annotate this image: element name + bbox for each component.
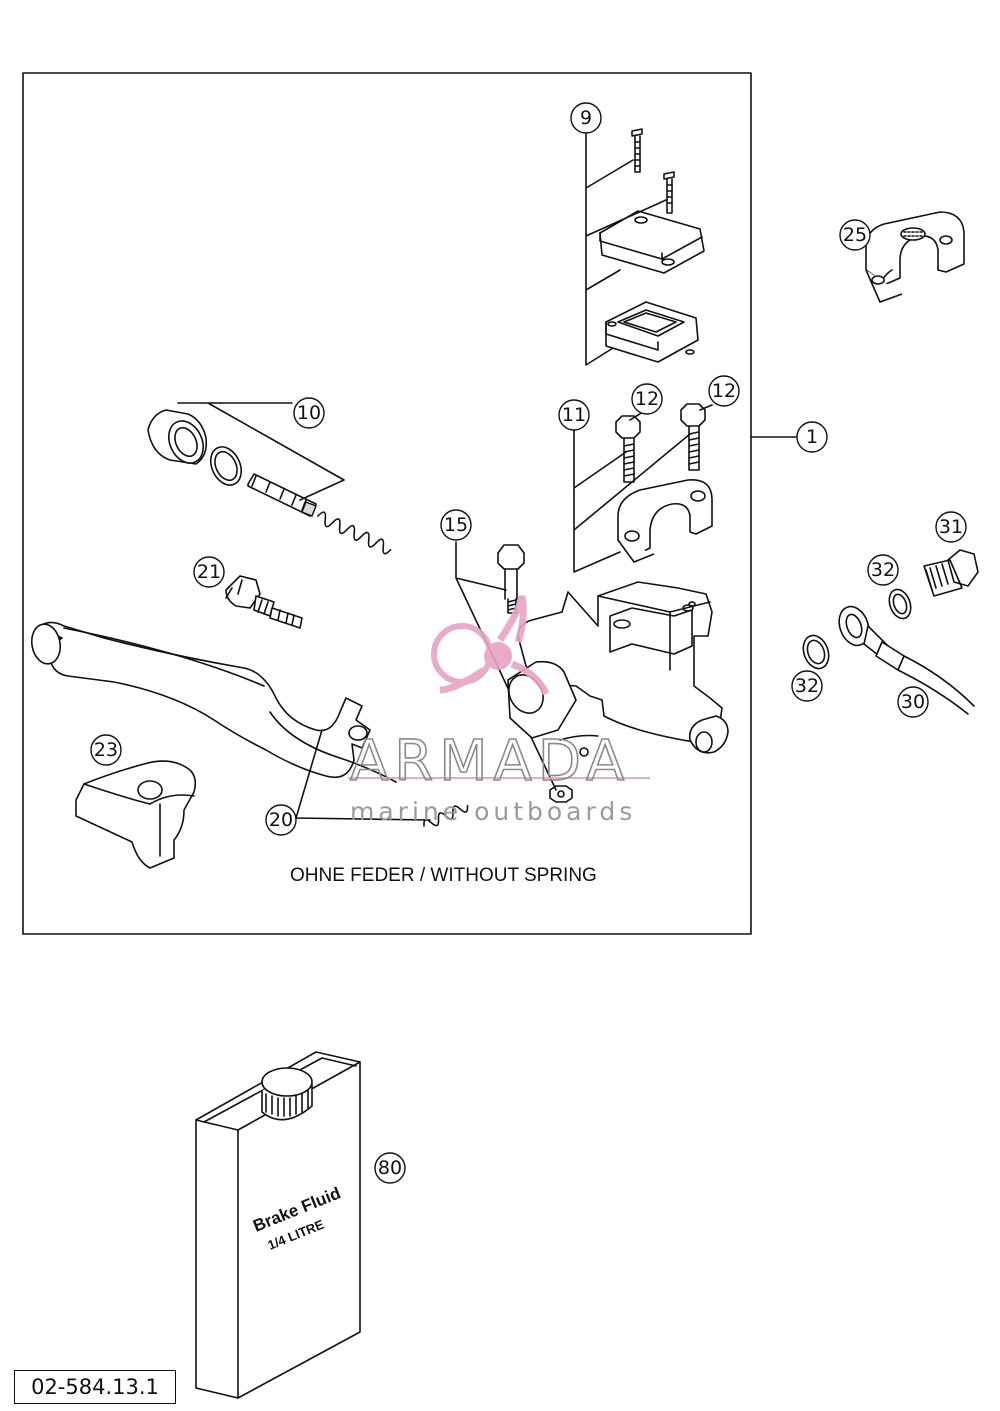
svg-text:9: 9 bbox=[580, 107, 592, 129]
svg-text:30: 30 bbox=[901, 691, 925, 713]
callout-32a: 32 bbox=[867, 554, 899, 586]
part-25-handlebar-clamp bbox=[865, 211, 965, 303]
callout-10: 10 bbox=[293, 397, 325, 429]
svg-text:1: 1 bbox=[806, 426, 818, 448]
callout-11: 11 bbox=[558, 399, 590, 431]
svg-text:23: 23 bbox=[94, 739, 118, 761]
svg-text:12: 12 bbox=[712, 380, 736, 402]
callout-32b: 32 bbox=[791, 670, 823, 702]
callout-31: 31 bbox=[935, 511, 967, 543]
part-12-bolts bbox=[615, 403, 706, 483]
part-20-lever bbox=[30, 621, 397, 783]
part-20-spring bbox=[423, 804, 469, 827]
armada-watermark-logo bbox=[348, 595, 650, 779]
callout-9: 9 bbox=[570, 102, 602, 134]
svg-text:80: 80 bbox=[378, 1157, 402, 1179]
svg-text:25: 25 bbox=[843, 224, 867, 246]
svg-text:11: 11 bbox=[562, 404, 586, 426]
master-cylinder-body bbox=[507, 581, 729, 757]
leader-10 bbox=[177, 402, 345, 501]
leader-11 bbox=[573, 429, 691, 573]
watermark-tagline: marine outboards bbox=[350, 797, 636, 826]
svg-text:12: 12 bbox=[635, 388, 659, 410]
assembly-frame bbox=[22, 72, 752, 935]
leader-20 bbox=[295, 729, 431, 821]
drawing-code: 02-584.13.1 bbox=[14, 1370, 176, 1404]
svg-text:32: 32 bbox=[871, 559, 895, 581]
part-23-lever-cover bbox=[75, 760, 197, 869]
callout-25: 25 bbox=[839, 219, 871, 251]
part-31-banjo-bolt bbox=[923, 549, 979, 597]
svg-text:31: 31 bbox=[939, 516, 963, 538]
callout-12b: 12 bbox=[708, 375, 740, 407]
svg-text:15: 15 bbox=[444, 514, 468, 536]
callout-12a: 12 bbox=[631, 383, 663, 415]
callout-30: 30 bbox=[897, 686, 929, 718]
svg-text:32: 32 bbox=[795, 675, 819, 697]
callout-23: 23 bbox=[90, 734, 122, 766]
callout-20: 20 bbox=[265, 804, 297, 836]
callout-15: 15 bbox=[440, 509, 472, 541]
callout-80: 80 bbox=[374, 1152, 406, 1184]
part-11-handlebar-clamp bbox=[617, 479, 713, 563]
svg-text:20: 20 bbox=[269, 809, 293, 831]
callout-21: 21 bbox=[193, 556, 225, 588]
part-9-reservoir-cover-set bbox=[599, 128, 705, 363]
part-30-brake-line bbox=[838, 605, 975, 715]
watermark-brand: ARMADA bbox=[350, 729, 630, 794]
part-80-brake-fluid-bottle: Brake Fluid 1/4 LITRE bbox=[195, 1051, 361, 1399]
leader-9 bbox=[585, 133, 667, 366]
part-10-piston-kit bbox=[147, 409, 392, 555]
part-21-adjuster-screw bbox=[225, 575, 303, 629]
note-without-spring: OHNE FEDER / WITHOUT SPRING bbox=[290, 865, 597, 886]
svg-text:10: 10 bbox=[297, 402, 321, 424]
part-32-washers bbox=[802, 588, 912, 670]
callout-1: 1 bbox=[796, 421, 828, 453]
part-15-pivot-bolt bbox=[497, 544, 573, 803]
svg-text:21: 21 bbox=[197, 561, 221, 583]
